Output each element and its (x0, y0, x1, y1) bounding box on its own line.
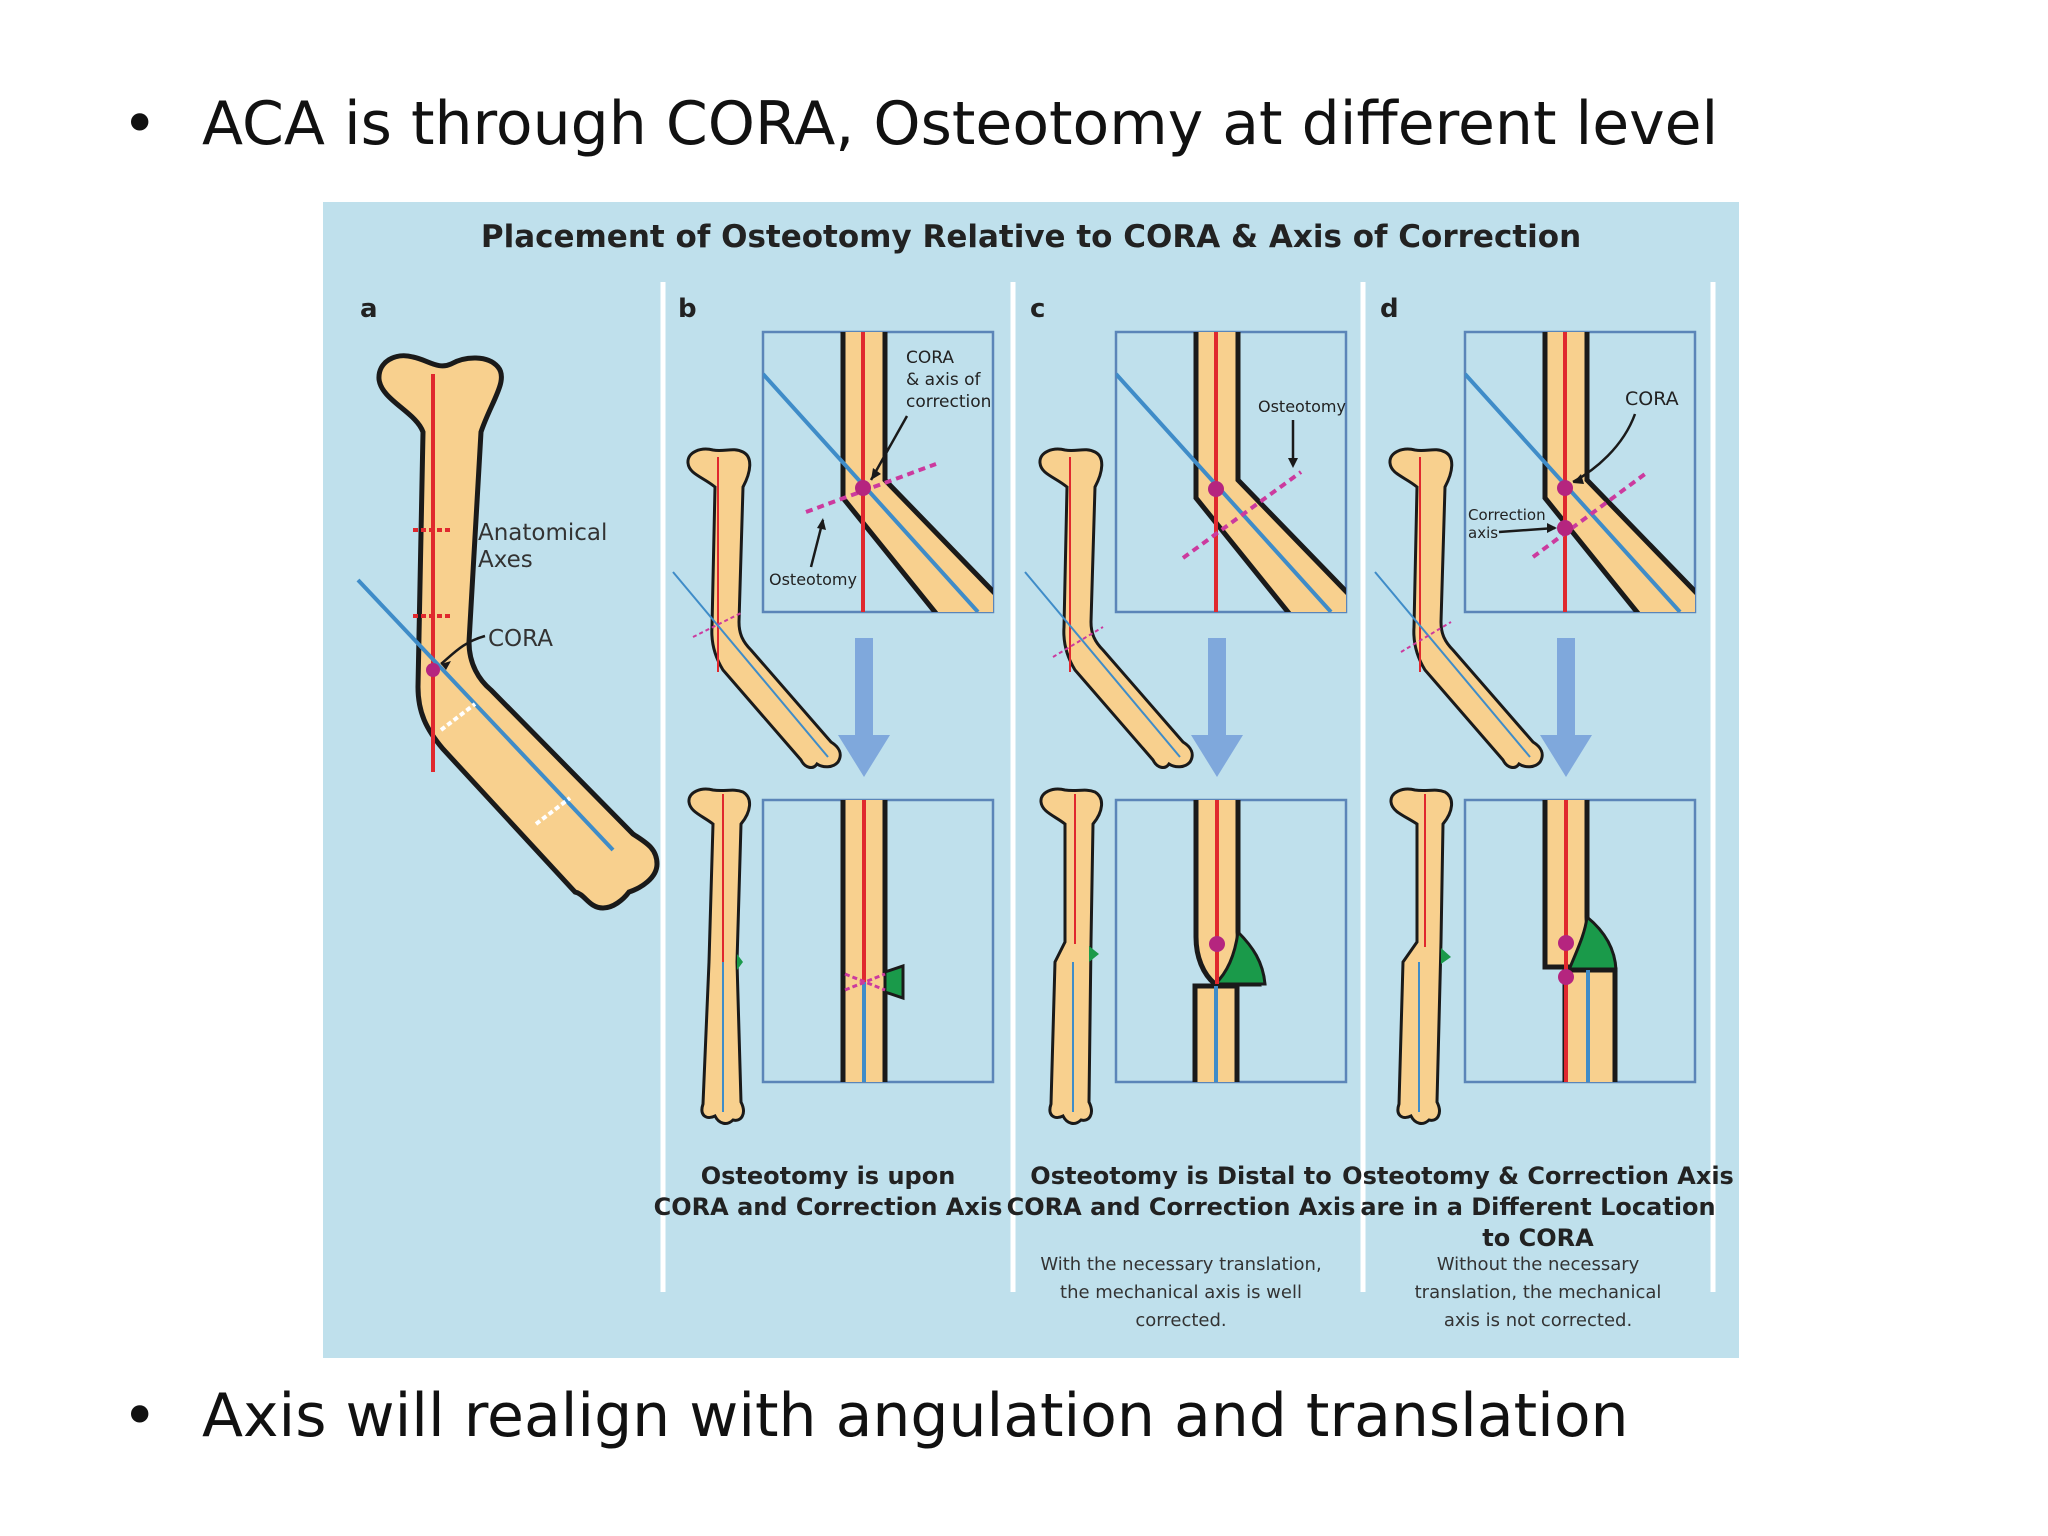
arrow-c-shaft (1208, 638, 1226, 738)
arrow-c-head (1191, 735, 1243, 777)
arrow-d-head (1540, 735, 1592, 777)
caption-c-2: CORA and Correction Axis (1007, 1193, 1356, 1221)
inset-c2-cora-point (1209, 936, 1225, 952)
note-c-2: the mechanical axis is well (1060, 1282, 1302, 1303)
inset-b2-osteotomy (844, 972, 886, 992)
inset-c-osteotomy-label: Osteotomy (1258, 397, 1346, 416)
mechanical-axis-marker (439, 702, 477, 732)
inset-b2-osteotomy (844, 972, 886, 992)
bullet-text-1: ACA is through CORA, Osteotomy at differ… (202, 89, 1719, 159)
inset-b-label-1: CORA (906, 348, 954, 368)
arrow-b-shaft (855, 638, 873, 738)
inset-c-osteotomy-line (1181, 470, 1303, 560)
inset-d-correction-label-2: axis (1468, 524, 1498, 542)
inset-d-correction-point (1557, 520, 1573, 536)
small-bone-d-bottom (1389, 787, 1453, 1125)
panel-letter-b: b (678, 294, 697, 324)
inset-b-mechanical-axis (763, 372, 980, 612)
inset-c-cora-point (1208, 481, 1224, 497)
figure-title: Placement of Osteotomy Relative to CORA … (481, 219, 1581, 255)
small-bone-d-osteotomy (1400, 621, 1452, 653)
inset-d2-correction-point (1558, 969, 1574, 985)
label-axes-1: Anatomical (478, 520, 607, 546)
cora-point-a (426, 663, 440, 677)
inset-d-cora-point (1557, 480, 1573, 496)
small-bone-c-mechanical-axis (1024, 571, 1181, 758)
caption-c-1: Osteotomy is Distal to (1030, 1162, 1331, 1190)
small-bone-d-bottom-wedge (1441, 948, 1451, 964)
bullet-text-2: Axis will realign with angulation and tr… (202, 1381, 1629, 1451)
inset-c-mechanical-axis (1116, 372, 1333, 612)
inset-b-label-3: correction (906, 392, 991, 412)
panel-letter-a: a (360, 294, 378, 324)
note-d-2: translation, the mechanical (1415, 1282, 1662, 1303)
inset-b-bone (840, 332, 993, 612)
small-bone-c-top (1038, 447, 1194, 769)
bullet-dot: • (122, 1381, 158, 1451)
inset-c2-wedge (1211, 928, 1267, 986)
note-c-1: With the necessary translation, (1040, 1254, 1321, 1275)
small-bone-d-top (1388, 447, 1544, 769)
inset-d2-cora-point (1558, 935, 1574, 951)
small-bone-b-bottom-wedge (737, 954, 743, 970)
inset-c-osteotomy-pointer-head (1288, 458, 1298, 468)
label-axes-2: Axes (478, 547, 533, 573)
panel-c: c Osteotomy Osteotomy is Distal (1007, 294, 1356, 1331)
small-bone-c-bottom-wedge (1089, 946, 1099, 962)
label-cora-a: CORA (488, 626, 553, 652)
cora-pointer-a (440, 634, 486, 665)
inset-d-cora-label: CORA (1625, 388, 1679, 410)
cora-pointer-head-a (441, 661, 451, 670)
inset-b-pointer-head (871, 468, 881, 480)
arrow-b-head (838, 735, 890, 777)
inset-d-correction-pointer (1498, 526, 1556, 534)
bone-a (376, 353, 660, 911)
caption-d-2: are in a Different Location (1360, 1193, 1715, 1221)
panel-b: b CORA & axis of correction Osteotomy (654, 294, 1003, 1221)
panel-letter-c: c (1030, 294, 1045, 324)
small-bone-b-bottom (687, 787, 751, 1125)
inset-c-bone (1193, 332, 1346, 612)
caption-d-3: to CORA (1482, 1224, 1594, 1252)
arrow-d-shaft (1557, 638, 1575, 738)
small-bone-b-osteotomy (692, 611, 744, 638)
panel-a: a Anatomical Axes CORA (356, 294, 660, 911)
panel-letter-d: d (1380, 294, 1399, 324)
small-bone-d-mechanical-axis (1374, 571, 1531, 758)
inset-d-correction-pointer-head (1547, 523, 1557, 533)
small-bone-b-mechanical-axis (672, 571, 829, 758)
note-d-3: axis is not corrected. (1444, 1310, 1632, 1331)
small-bone-b-top (686, 447, 842, 769)
caption-b-2: CORA and Correction Axis (654, 1193, 1003, 1221)
inset-d-bone (1542, 332, 1695, 612)
bullet-dot: • (122, 89, 158, 159)
note-d-1: Without the necessary (1437, 1254, 1640, 1275)
inset-b-cora-point (855, 480, 871, 496)
caption-d-1: Osteotomy & Correction Axis (1342, 1162, 1734, 1190)
caption-b-1: Osteotomy is upon (701, 1162, 956, 1190)
inset-d-mechanical-axis (1465, 372, 1682, 612)
inset-d-correction-label-1: Correction (1468, 506, 1546, 524)
mechanical-axis-marker (534, 796, 572, 826)
mechanical-axis-distal (356, 578, 615, 852)
panel-d: d CORA Correction axis (1342, 294, 1734, 1331)
inset-b-pointer (869, 415, 909, 481)
osteotomy-diagram: Placement of Osteotomy Relative to CORA … (323, 202, 1739, 1358)
small-bone-c-osteotomy (1052, 626, 1104, 658)
note-c-3: corrected. (1135, 1310, 1226, 1331)
inset-b-osteotomy-label: Osteotomy (769, 570, 857, 589)
inset-b2-wedge (883, 963, 905, 1001)
inset-b-osteotomy-pointer-head (817, 518, 826, 530)
small-bone-c-bottom (1039, 787, 1103, 1125)
inset-b-label-2: & axis of (906, 370, 982, 390)
inset-d-cora-pointer-head (1573, 474, 1584, 484)
